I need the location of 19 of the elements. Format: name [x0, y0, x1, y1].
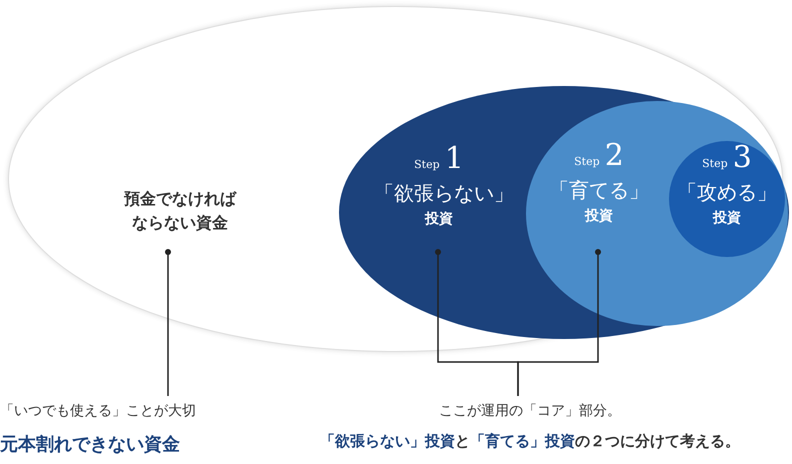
step-subtitle: 投資 — [424, 210, 454, 228]
step-title: 「攻める」 — [676, 179, 778, 206]
step-label: Step — [702, 157, 728, 170]
step-title: 「育てる」 — [548, 177, 650, 204]
leader-line — [165, 249, 171, 396]
step-number: 1 — [444, 141, 464, 176]
caption-text: 「いつでも使える」ことが大切 — [0, 402, 197, 420]
step-subtitle: 投資 — [712, 209, 742, 227]
step-number: 2 — [604, 138, 624, 173]
ellipse-label: 預金でなければならない資金 — [123, 188, 238, 234]
caption-text: ここが運用の「コア」部分。 — [438, 402, 622, 420]
step-label: Step — [414, 158, 440, 171]
caption-text: 元本割れできない資金 — [0, 433, 181, 456]
step-subtitle: 投資 — [584, 207, 614, 225]
step-title: 「欲張らない」 — [374, 180, 504, 207]
step-number: 3 — [732, 140, 752, 175]
step-label: Step — [574, 155, 600, 168]
leader-line — [517, 249, 601, 396]
caption-text: 「欲張らない」投資と「育てる」投資の２つに分けて考える。 — [319, 432, 741, 451]
